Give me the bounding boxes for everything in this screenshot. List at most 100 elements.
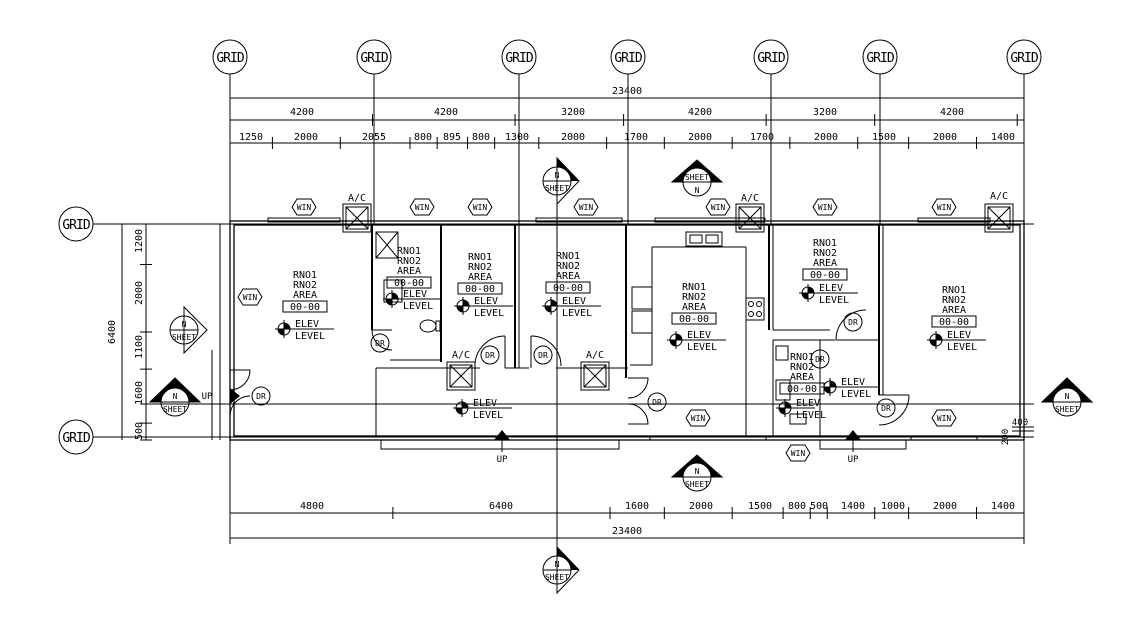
ac-units: A/C A/C A/C A/C A/C — [342, 191, 1014, 391]
dim-top-minor: 800 — [472, 132, 490, 143]
svg-text:RNO2: RNO2 — [397, 256, 421, 267]
svg-text:00-00: 00-00 — [290, 302, 320, 313]
ac-unit: A/C — [984, 191, 1014, 233]
window-tag: WIN — [467, 198, 493, 216]
bath-fixtures — [375, 231, 807, 425]
svg-text:LEVEL: LEVEL — [562, 308, 592, 319]
door-tag: DR — [251, 386, 271, 406]
svg-text:N: N — [182, 320, 187, 329]
dim-bottom: 2000 — [689, 501, 713, 512]
dim-top-minor: 2000 — [294, 132, 318, 143]
dim-bottom: 1400 — [841, 501, 865, 512]
window-tag: WIN — [931, 198, 957, 216]
svg-text:RNO2: RNO2 — [790, 362, 814, 373]
svg-text:GRID: GRID — [505, 51, 533, 66]
svg-text:LEVEL: LEVEL — [295, 331, 325, 342]
svg-text:UP: UP — [848, 455, 859, 465]
svg-text:AREA: AREA — [813, 258, 837, 269]
dim-bottom: 2000 — [933, 501, 957, 512]
svg-text:RNO2: RNO2 — [813, 248, 837, 259]
svg-text:LEVEL: LEVEL — [796, 410, 826, 421]
svg-text:00-00: 00-00 — [394, 278, 424, 289]
svg-text:DR: DR — [538, 351, 548, 360]
window-tag: WIN — [237, 288, 263, 306]
svg-text:AREA: AREA — [468, 272, 492, 283]
svg-text:AREA: AREA — [790, 372, 814, 383]
door — [229, 369, 251, 417]
window-tag: WIN — [685, 409, 711, 427]
svg-text:UP: UP — [202, 392, 213, 402]
room-tags: RNO1 RNO2 AREA 00-00 RNO1 RNO2 AREA 00-0… — [282, 238, 977, 395]
svg-text:LEVEL: LEVEL — [947, 342, 977, 353]
svg-text:RNO1: RNO1 — [468, 252, 492, 263]
grid-bubble: GRID — [356, 39, 392, 75]
svg-text:ELEV: ELEV — [474, 296, 498, 307]
grid-bubble: GRID — [610, 39, 646, 75]
svg-text:SHEET: SHEET — [685, 480, 709, 489]
walls — [112, 217, 1025, 450]
room-tag: RNO1 RNO2 AREA 00-00 — [931, 285, 977, 328]
svg-text:AREA: AREA — [942, 305, 966, 316]
svg-text:N: N — [695, 467, 700, 476]
ac-unit: A/C — [580, 350, 610, 391]
window-tag: WIN — [785, 444, 811, 462]
svg-text:ELEV: ELEV — [687, 330, 711, 341]
grid-bubble: GRID — [862, 39, 898, 75]
svg-text:AREA: AREA — [397, 266, 421, 277]
dim-bottom: 500 — [810, 501, 828, 512]
svg-text:SHEET: SHEET — [163, 405, 187, 414]
svg-text:DR: DR — [848, 318, 858, 327]
svg-text:RNO2: RNO2 — [682, 292, 706, 303]
svg-text:WIN: WIN — [791, 449, 806, 458]
svg-text:RNO1: RNO1 — [397, 246, 421, 257]
dim-bottom: 6400 — [489, 501, 513, 512]
svg-text:DR: DR — [881, 404, 891, 413]
window-tag: WIN — [409, 198, 435, 216]
svg-text:DR: DR — [256, 392, 266, 401]
dim-bottom: 1500 — [748, 501, 772, 512]
svg-text:AREA: AREA — [293, 290, 317, 301]
svg-text:ELEV: ELEV — [819, 283, 843, 294]
svg-text:WIN: WIN — [691, 414, 706, 423]
door — [371, 329, 393, 351]
dim-top-major: 3200 — [561, 107, 585, 118]
svg-text:LEVEL: LEVEL — [819, 295, 849, 306]
svg-text:ELEV: ELEV — [562, 296, 586, 307]
dim-left: 500 — [134, 422, 145, 440]
svg-text:ELEV: ELEV — [473, 398, 497, 409]
svg-text:GRID: GRID — [866, 51, 894, 66]
ac-unit: A/C — [342, 193, 372, 233]
dim-top-major: 4200 — [688, 107, 712, 118]
window-tag: WIN — [291, 198, 317, 216]
ac-label: A/C — [990, 191, 1008, 202]
svg-text:WIN: WIN — [579, 203, 594, 212]
grid-bubble: GRID — [212, 39, 248, 75]
svg-text:WIN: WIN — [937, 414, 952, 423]
left-dimensions: 6400 1200 2000 1100 1600 500 — [107, 223, 152, 441]
dim-left-total: 6400 — [107, 320, 118, 344]
svg-text:DR: DR — [815, 355, 825, 364]
svg-text:LEVEL: LEVEL — [403, 301, 433, 312]
svg-text:ELEV: ELEV — [947, 330, 971, 341]
up-marker: UP — [202, 388, 240, 404]
svg-text:RNO1: RNO1 — [942, 285, 966, 296]
svg-text:LEVEL: LEVEL — [687, 342, 717, 353]
svg-text:00-00: 00-00 — [679, 314, 709, 325]
svg-text:RNO2: RNO2 — [293, 280, 317, 291]
room-tag: RNO1 RNO2 AREA 00-00 — [457, 252, 503, 295]
svg-text:AREA: AREA — [682, 302, 706, 313]
svg-text:SHEET: SHEET — [545, 184, 569, 193]
ac-label: A/C — [586, 350, 604, 361]
room-tag: RNO1 RNO2 AREA 00-00 — [282, 270, 328, 313]
dim-top-minor: 2000 — [561, 132, 585, 143]
ac-unit: A/C — [446, 350, 476, 391]
door-tag: DR — [810, 349, 830, 369]
